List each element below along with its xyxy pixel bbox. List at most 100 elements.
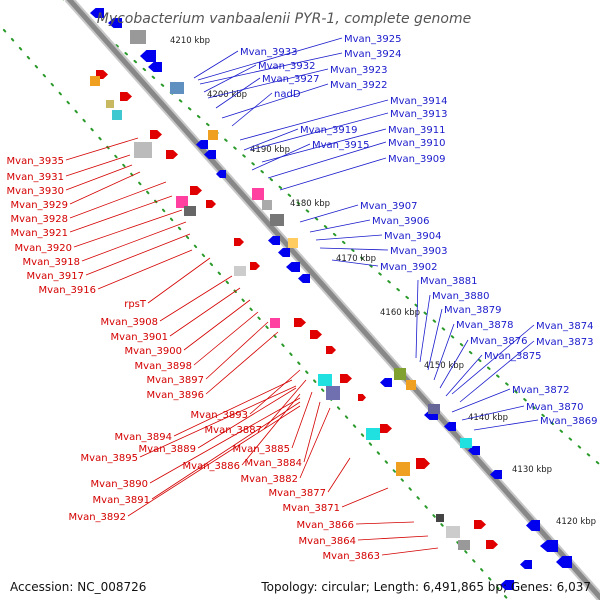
gene-arrow (474, 520, 486, 529)
forward-gene-label: Mvan_3929 (11, 200, 68, 211)
gene-feature-box (406, 380, 416, 390)
reverse-leader-line (439, 339, 469, 389)
forward-gene-label: Mvan_3871 (283, 503, 340, 514)
gene-feature-box (134, 142, 152, 158)
gene-feature-box (436, 514, 444, 522)
reverse-leader-line (193, 50, 239, 79)
reverse-leader-line (419, 294, 431, 363)
gene-arrow (500, 580, 514, 590)
forward-leader-line (65, 154, 131, 177)
forward-leader-line (159, 275, 233, 322)
gene-arrow (298, 274, 310, 283)
gene-arrow (108, 18, 122, 28)
forward-leader-line (381, 547, 439, 556)
tick-label: 4170 kbp (336, 254, 376, 264)
tick-label: 4190 kbp (250, 145, 290, 155)
gene-arrow (294, 318, 306, 327)
gene-feature-box (130, 30, 146, 44)
forward-leader-line (299, 407, 331, 479)
gene-feature-box (428, 404, 440, 414)
reverse-leader-line (319, 247, 389, 251)
gene-arrow (468, 446, 480, 455)
forward-gene-label: Mvan_3928 (11, 214, 68, 225)
reverse-leader-line (315, 234, 383, 241)
forward-gene-label: Mvan_3908 (101, 317, 158, 328)
reverse-leader-line (207, 68, 329, 99)
accession-text: Accession: NC_008726 (10, 580, 147, 594)
forward-leader-line (85, 233, 191, 276)
forward-leader-line (303, 401, 321, 463)
reverse-gene-label: Mvan_3876 (470, 336, 527, 347)
reverse-leader-line (309, 219, 371, 233)
forward-leader-line (151, 401, 301, 500)
forward-gene-label: Mvan_3931 (7, 172, 64, 183)
gene-arrow (380, 424, 392, 433)
reverse-leader-line (199, 52, 343, 85)
gene-arrow (416, 458, 430, 469)
gene-arrow (206, 200, 216, 208)
gene-arrow (120, 92, 132, 101)
gene-arrow (190, 186, 202, 195)
tick-label: 4120 kbp (556, 517, 596, 527)
forward-leader-line (147, 257, 211, 304)
gene-feature-box (90, 76, 100, 86)
reverse-gene-label: Mvan_3923 (330, 65, 387, 76)
gene-feature-box (318, 374, 332, 386)
tick-label: 4160 kbp (380, 308, 420, 318)
tick-label: 4210 kbp (170, 36, 210, 46)
forward-leader-line (249, 369, 301, 415)
forward-gene-label: Mvan_3877 (269, 488, 326, 499)
gene-arrow (250, 262, 260, 270)
forward-leader-line (205, 331, 279, 395)
forward-gene-label: Mvan_3890 (91, 479, 148, 490)
reverse-gene-label: Mvan_3878 (456, 320, 513, 331)
gene-arrow (358, 394, 366, 401)
reverse-leader-line (251, 143, 311, 171)
gene-feature-box (208, 130, 218, 140)
gene-feature-box (112, 110, 122, 120)
reverse-leader-line (215, 77, 261, 109)
map-title: Mycobacterium vanbaalenii PYR-1, complet… (97, 11, 472, 27)
reverse-leader-line (427, 308, 443, 371)
gene-arrow (278, 248, 290, 257)
forward-leader-line (127, 405, 301, 517)
reverse-leader-line (221, 83, 329, 119)
forward-leader-line (69, 195, 173, 233)
tick-dot-line (62, 0, 600, 467)
forward-gene-label: Mvan_3893 (191, 410, 248, 421)
forward-leader-line (173, 379, 293, 437)
reverse-gene-label: Mvan_3907 (360, 201, 417, 212)
forward-gene-label: Mvan_3891 (93, 495, 150, 506)
gene-feature-box (270, 214, 284, 226)
gene-arrow (140, 50, 156, 62)
gene-arrow (286, 262, 300, 272)
forward-gene-label: Mvan_3864 (299, 536, 356, 547)
gene-arrow (540, 540, 558, 552)
gene-arrow (148, 62, 162, 72)
gene-feature-box (460, 438, 472, 448)
forward-gene-label: Mvan_3887 (205, 425, 262, 436)
forward-leader-line (291, 391, 313, 449)
forward-gene-label: Mvan_3900 (125, 346, 182, 357)
forward-gene-label: rpsT (124, 299, 147, 310)
forward-leader-line (169, 287, 241, 337)
reverse-gene-label: Mvan_3925 (344, 34, 401, 45)
forward-gene-label: Mvan_3894 (115, 432, 172, 443)
tick-label: 4130 kbp (512, 465, 552, 475)
forward-leader-line (73, 209, 183, 248)
gene-feature-box (446, 526, 460, 538)
forward-gene-label: Mvan_3884 (245, 458, 302, 469)
gene-feature-box (366, 428, 380, 440)
forward-leader-line (327, 457, 351, 493)
forward-gene-label: Mvan_3889 (139, 444, 196, 455)
forward-gene-label: Mvan_3882 (241, 474, 298, 485)
gene-feature-box (176, 196, 188, 208)
forward-gene-label: Mvan_3916 (39, 285, 96, 296)
gene-feature-box (326, 386, 340, 400)
forward-leader-line (139, 385, 297, 458)
gene-arrow (556, 556, 572, 568)
gene-arrow (340, 374, 352, 383)
forward-gene-label: Mvan_3921 (11, 228, 68, 239)
forward-leader-line (69, 181, 167, 219)
